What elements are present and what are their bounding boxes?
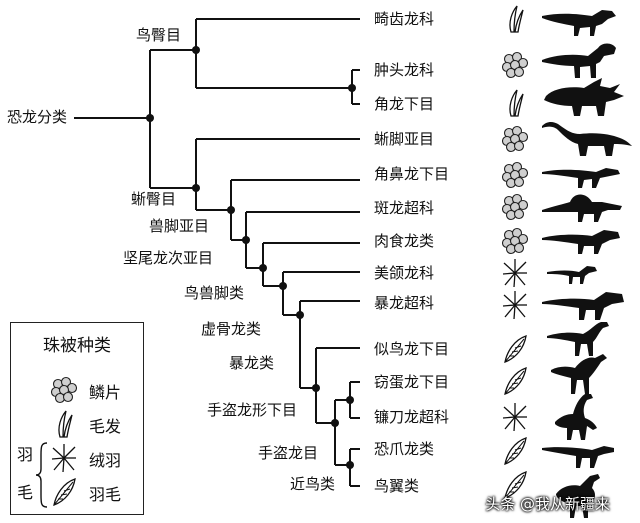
heterodontosaurid-silhouette-icon <box>542 10 616 36</box>
clade-label-avetheropoda: 鸟兽脚类 <box>183 284 246 302</box>
legend-hair-label: 毛发 <box>89 417 122 436</box>
taxon-label: 窃蛋龙下目 <box>374 373 450 391</box>
feather-icon <box>504 437 527 466</box>
clade-label-tyrannoraptora: 暴龙类 <box>228 354 276 372</box>
clade-label-maniraptora: 手盗龙目 <box>257 444 320 462</box>
brace-icon <box>35 442 48 508</box>
clade-label-tetanurae: 坚尾龙次亚目 <box>122 249 215 267</box>
clade-label-paraves: 近鸟类 <box>289 475 337 493</box>
hair-icon <box>509 5 524 33</box>
pachycephalosaur-silhouette-icon <box>542 43 616 78</box>
taxon-label: 畸齿龙科 <box>374 10 435 28</box>
ornithomimid-silhouette-icon <box>547 322 609 356</box>
ceratopsian-silhouette-icon <box>544 78 624 116</box>
feather-icon <box>53 478 76 507</box>
spinosaur-silhouette-icon <box>542 194 622 222</box>
taxon-label: 肿头龙科 <box>374 61 435 79</box>
taxon-label: 似鸟龙下目 <box>374 340 450 358</box>
taxon-label: 美颌龙科 <box>374 264 435 282</box>
taxon-label: 肉食龙类 <box>374 232 435 250</box>
down-feather-icon <box>51 444 76 473</box>
root-label: 恐龙分类 <box>6 108 69 126</box>
bird-silhouette-icon <box>556 474 600 518</box>
therizinosaur-silhouette-icon <box>555 394 597 440</box>
tyrannosaur-silhouette-icon <box>542 292 624 320</box>
taxon-label: 鸟翼类 <box>374 477 420 495</box>
legend-title: 珠被种类 <box>43 336 111 356</box>
taxon-label: 角鼻龙下目 <box>374 165 450 183</box>
legend-down-label: 绒羽 <box>89 451 122 470</box>
legend-scales-label: 鳞片 <box>89 383 122 402</box>
feather-icon <box>504 367 527 396</box>
compsognathid-silhouette-icon <box>547 266 597 284</box>
carnosaur-silhouette-icon <box>542 230 620 254</box>
hair-icon <box>509 89 524 117</box>
clade-label-saurischia: 蜥臀目 <box>130 190 178 208</box>
watermark: 头条 @我从新疆来 <box>485 495 610 513</box>
ceratosaur-silhouette-icon <box>542 168 620 188</box>
down-feather-icon <box>502 259 527 288</box>
down-feather-icon <box>502 291 527 320</box>
feather-icon <box>504 335 527 364</box>
taxon-label: 蜥脚亚目 <box>374 130 435 148</box>
sauropod-silhouette-icon <box>542 122 632 156</box>
scales-icon <box>51 376 77 404</box>
dromaeosaur-silhouette-icon <box>542 446 614 468</box>
scales-icon <box>502 161 528 189</box>
hair-icon <box>58 410 73 438</box>
taxon-label: 斑龙超科 <box>374 199 435 217</box>
feather-icon <box>504 471 527 500</box>
taxon-label: 镰刀龙超科 <box>374 408 450 426</box>
scales-icon <box>502 193 528 221</box>
clade-label-theropoda: 兽脚亚目 <box>148 217 211 235</box>
taxon-label: 暴龙超科 <box>374 294 435 312</box>
scales-icon <box>502 125 528 153</box>
down-feather-icon <box>502 403 527 432</box>
legend-group-label-bottom: 毛 <box>17 483 34 502</box>
scales-icon <box>502 51 528 79</box>
legend-box: 珠被种类 鳞片 毛发 绒羽 羽毛 羽 毛 <box>10 322 144 515</box>
scales-icon <box>502 227 528 255</box>
legend-group-label-top: 羽 <box>17 445 34 464</box>
clade-label-ornithischia: 鸟臀目 <box>135 26 183 44</box>
clade-label-maniraptoriformes: 手盗龙形下目 <box>206 401 299 419</box>
clade-label-coelurosauria: 虚骨龙类 <box>200 320 263 338</box>
taxon-label: 角龙下目 <box>374 95 435 113</box>
legend-feather-label: 羽毛 <box>89 485 122 504</box>
oviraptorosaur-silhouette-icon <box>551 354 607 394</box>
taxon-label: 恐爪龙类 <box>374 440 435 458</box>
